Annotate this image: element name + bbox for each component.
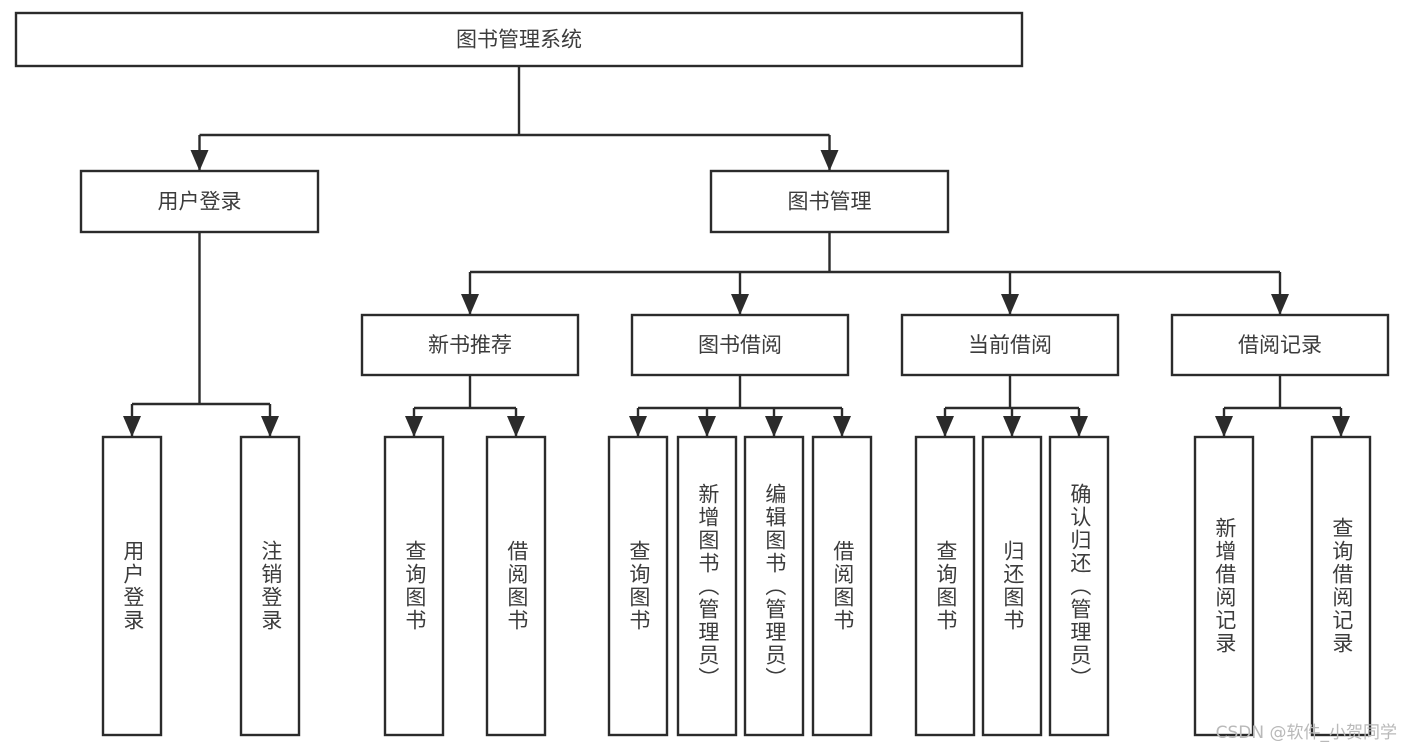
node-leaf-borrow-book[interactable] — [811, 435, 873, 737]
node-leaf-query-borrow-record[interactable] — [1310, 435, 1372, 737]
arrow-head-icon — [1215, 416, 1233, 437]
node-borrow-record-label: 借阅记录 — [1238, 333, 1322, 357]
arrow-head-icon — [1070, 416, 1088, 437]
node-book-management[interactable] — [709, 169, 950, 234]
arrow-head-icon — [507, 416, 525, 437]
arrow-head-icon — [833, 416, 851, 437]
arrow-head-icon — [190, 150, 209, 171]
node-leaf-return-book[interactable] — [981, 435, 1043, 737]
arrow-head-icon — [1332, 416, 1350, 437]
arrow-head-icon — [936, 416, 954, 437]
arrow-head-icon — [405, 416, 423, 437]
connector-layer — [123, 66, 1350, 437]
node-leaf-add-borrow-record[interactable] — [1193, 435, 1255, 737]
node-leaf-edit-book-admin[interactable] — [743, 435, 805, 737]
node-leaf-query-book-recommend[interactable] — [383, 435, 445, 737]
arrow-head-icon — [731, 294, 749, 315]
arrow-head-icon — [629, 416, 647, 437]
node-leaf-user-login[interactable] — [101, 435, 163, 737]
node-leaf-query-book-borrow[interactable] — [607, 435, 669, 737]
node-leaf-add-book-admin[interactable] — [676, 435, 738, 737]
node-leaf-logout-login[interactable] — [239, 435, 301, 737]
node-book-management-label: 图书管理 — [788, 190, 872, 214]
node-leaf-query-book-current[interactable] — [914, 435, 976, 737]
node-leaf-borrow-book-recommend[interactable] — [485, 435, 547, 737]
node-user-login-label: 用户登录 — [158, 190, 242, 214]
node-root-system[interactable] — [14, 11, 1024, 68]
arrow-head-icon — [261, 416, 279, 437]
box-layer — [14, 11, 1390, 737]
node-current-borrow-label: 当前借阅 — [968, 333, 1052, 357]
csdn-watermark: CSDN @软件_小贺同学 — [1215, 723, 1397, 743]
arrow-head-icon — [765, 416, 783, 437]
node-new-book-recommend-label: 新书推荐 — [428, 333, 512, 357]
node-new-book-recommend[interactable] — [360, 313, 580, 377]
arrow-head-icon — [1001, 294, 1019, 315]
node-book-borrow-label: 图书借阅 — [698, 333, 782, 357]
arrow-head-icon — [820, 150, 839, 171]
arrow-head-icon — [123, 416, 141, 437]
node-current-borrow[interactable] — [900, 313, 1120, 377]
node-root-system-label: 图书管理系统 — [456, 28, 582, 52]
arrow-head-icon — [1271, 294, 1289, 315]
arrow-head-icon — [1003, 416, 1021, 437]
node-borrow-record[interactable] — [1170, 313, 1390, 377]
arrow-head-icon — [461, 294, 479, 315]
node-user-login[interactable] — [79, 169, 320, 234]
node-book-borrow[interactable] — [630, 313, 850, 377]
node-leaf-confirm-return-admin[interactable] — [1048, 435, 1110, 737]
arrow-head-icon — [698, 416, 716, 437]
